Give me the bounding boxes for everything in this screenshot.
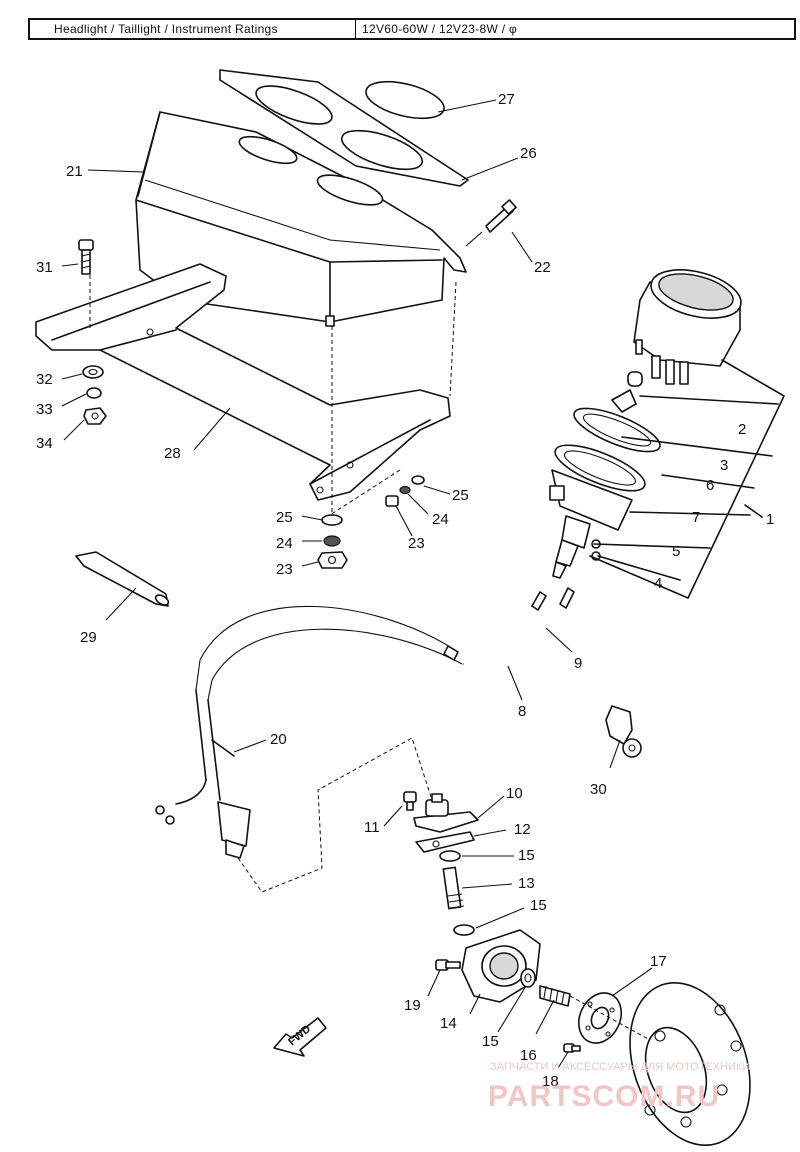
- part-2-bulb: [611, 371, 643, 413]
- part-15-washer-c: [520, 968, 536, 988]
- callout-15b: 15: [530, 897, 547, 914]
- callout-11: 11: [364, 819, 380, 836]
- callout-5: 5: [672, 543, 680, 560]
- part-26-gasket: [219, 69, 469, 187]
- part-15-washer: [439, 850, 461, 862]
- callout-28: 28: [164, 445, 181, 462]
- part-23-nut: [317, 551, 348, 569]
- callout-6: 6: [706, 477, 714, 494]
- part-18-screw: [563, 1043, 581, 1053]
- callout-4: 4: [654, 575, 662, 592]
- part-32-washer: [82, 365, 104, 379]
- callout-9: 9: [574, 655, 582, 672]
- callout-23a: 23: [276, 561, 293, 578]
- callout-14: 14: [440, 1015, 457, 1032]
- part-15-washer-b: [453, 924, 475, 936]
- part-28-bracket: [35, 263, 451, 501]
- callout-25b: 25: [452, 487, 469, 504]
- part-24-washer-b: [399, 485, 411, 495]
- part-6-cushion: [554, 444, 646, 492]
- part-14-gear-housing: [461, 929, 541, 1003]
- part-3-socket: [573, 407, 661, 453]
- callout-15c: 15: [482, 1033, 499, 1050]
- callout-20: 20: [270, 731, 287, 748]
- part-23-nut-b: [385, 495, 399, 507]
- callout-7: 7: [692, 509, 700, 526]
- part-25-washer-b: [411, 475, 425, 485]
- part-19-bolt: [435, 959, 461, 971]
- callout-21: 21: [66, 163, 83, 180]
- callout-17: 17: [650, 953, 667, 970]
- callout-32: 32: [36, 371, 53, 388]
- part-25-washer: [321, 514, 343, 526]
- callout-16: 16: [520, 1047, 537, 1064]
- part-8-harness: [443, 591, 547, 661]
- ratings-table: Headlight / Taillight / Instrument Ratin…: [28, 18, 796, 40]
- callout-31: 31: [36, 259, 53, 276]
- ratings-value: 12V60-60W / 12V23-8W / φ: [362, 22, 518, 36]
- callout-10: 10: [506, 785, 523, 802]
- watermark-brand: PARTSCOM.RU: [488, 1080, 720, 1113]
- part-31-bolt: [78, 239, 94, 275]
- callout-24a: 24: [276, 535, 293, 552]
- part-10-fitting: [413, 793, 479, 833]
- callout-19: 19: [404, 997, 421, 1014]
- callout-13: 13: [518, 875, 535, 892]
- part-34-nut: [83, 407, 107, 425]
- callout-27: 27: [498, 91, 515, 108]
- callout-33: 33: [36, 401, 53, 418]
- part-13-shaft: [442, 866, 465, 910]
- part-11-screw: [403, 791, 417, 811]
- part-speedo-cable-end: [552, 515, 591, 579]
- callout-26: 26: [520, 145, 537, 162]
- part-27-lens: [365, 80, 445, 120]
- part-22-screw: [465, 199, 517, 247]
- part-30-clamp: [605, 705, 642, 758]
- callout-2: 2: [738, 421, 746, 438]
- part-7-bracket: [549, 469, 633, 531]
- callout-15a: 15: [518, 847, 535, 864]
- part-33-spring-washer: [86, 387, 102, 399]
- part-17-retainer: [578, 992, 622, 1044]
- callout-18: 18: [542, 1073, 559, 1090]
- part-9-harness: [463, 587, 575, 666]
- callout-1: 1: [766, 511, 774, 528]
- callout-34: 34: [36, 435, 53, 452]
- callout-3: 3: [720, 457, 728, 474]
- wheel-hub: [629, 981, 751, 1147]
- callout-22: 22: [534, 259, 551, 276]
- part-20-light-cord: [155, 689, 251, 859]
- part-29-cover: [75, 551, 170, 607]
- callout-30: 30: [590, 781, 607, 798]
- callout-29: 29: [80, 629, 97, 646]
- part-speedometer: [633, 269, 742, 385]
- callout-12: 12: [514, 821, 531, 838]
- part-12-gasket: [415, 831, 475, 853]
- callout-24b: 24: [432, 511, 449, 528]
- callout-23b: 23: [408, 535, 425, 552]
- ratings-label: Headlight / Taillight / Instrument Ratin…: [30, 20, 356, 38]
- callout-25a: 25: [276, 509, 293, 526]
- watermark-tagline: ЗАПЧАСТИ И АКСЕССУАРЫ ДЛЯ МОТОТЕХНИКИ: [490, 1061, 750, 1073]
- part-24-washer: [323, 535, 341, 547]
- part-16-gear: [539, 985, 571, 1007]
- fwd-arrow-icon: FWD: [273, 1017, 327, 1057]
- callout-8: 8: [518, 703, 526, 720]
- part-21-meter-cover: [135, 111, 467, 327]
